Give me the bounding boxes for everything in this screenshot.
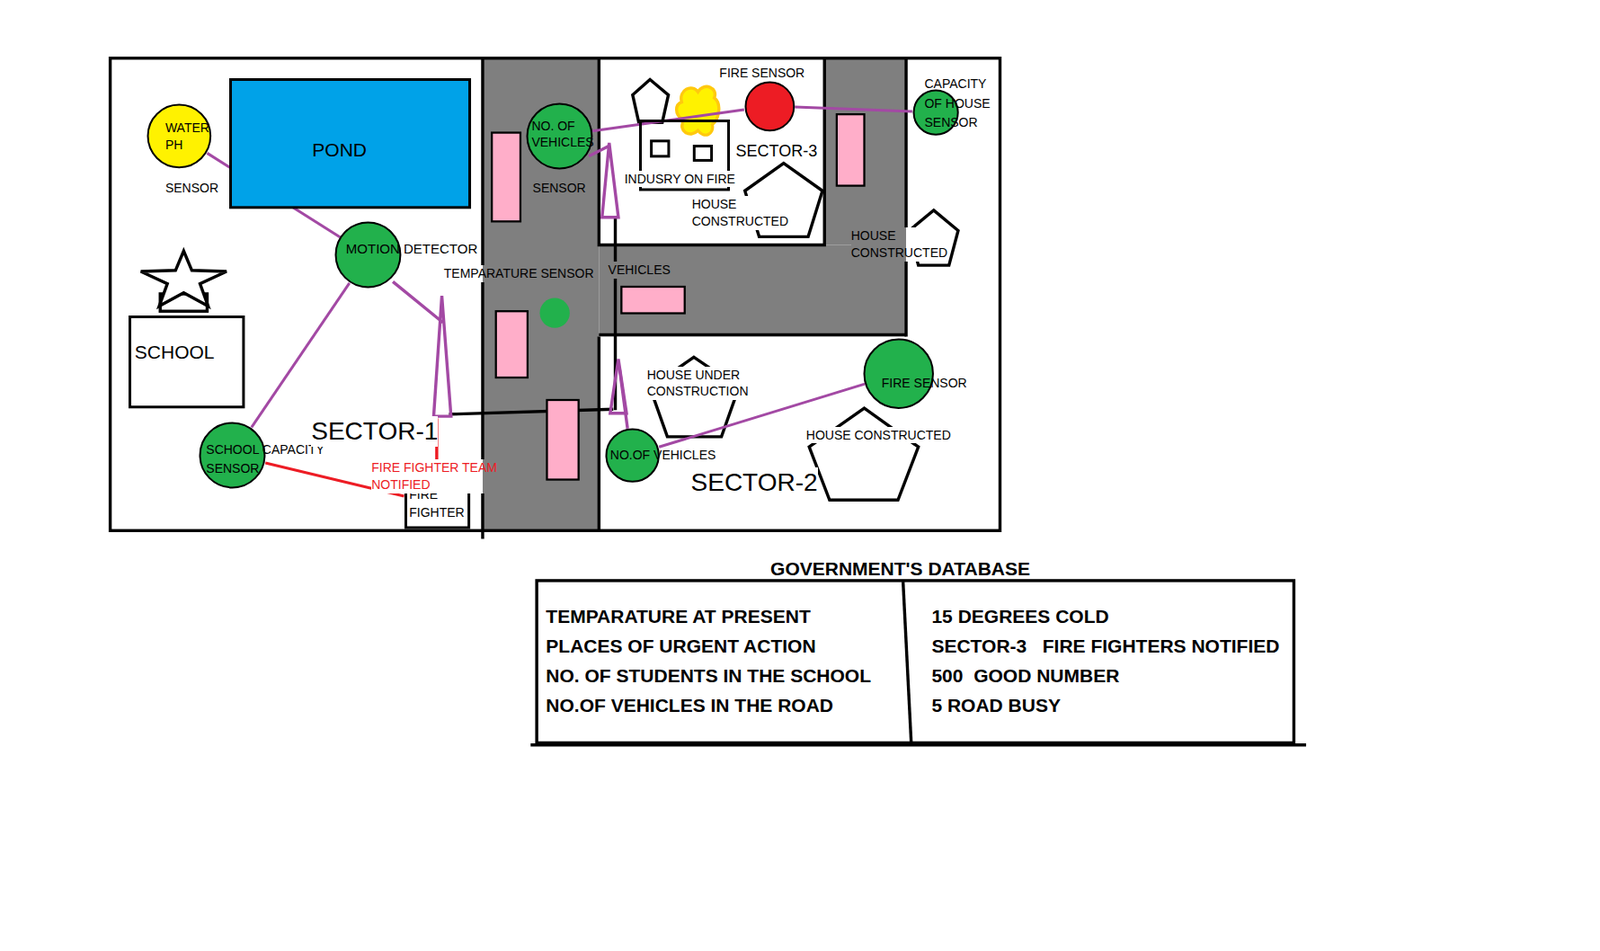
house-label: HOUSE CONSTRUCTED (692, 195, 789, 231)
node-label: CAPACITY OF HOUSE SENSOR (924, 74, 998, 134)
house-capacity-sensor: CAPACITY OF HOUSE SENSOR (912, 88, 960, 136)
industry-building: INDUSRY ON FIRE (639, 119, 730, 191)
sensor-circle (148, 104, 212, 168)
node-label: NO. OF VEHICLES (531, 117, 599, 152)
house-shape (632, 80, 669, 124)
sensor-circle (745, 81, 794, 131)
table-cell: NO. OF STUDENTS IN THE SCHOOL (545, 664, 872, 687)
map-ground (110, 58, 1001, 532)
vehicle (491, 133, 521, 223)
sector-border (598, 58, 825, 246)
node-label: INDUSRY ON FIRE (624, 170, 736, 188)
node-label: SENSOR (165, 179, 219, 197)
house-label: HOUSE CONSTRUCTED (806, 426, 952, 445)
vehicle (621, 286, 685, 314)
table-cell: 5 ROAD BUSY (931, 693, 1061, 717)
road-label: VEHICLES (608, 261, 671, 279)
house-label: HOUSE UNDER CONSTRUCTION (647, 366, 754, 401)
fire-sensor: FIRE SENSOR (862, 337, 934, 409)
table-title: GOVERNMENT'S DATABASE (770, 557, 1031, 580)
antenna-tower (610, 359, 627, 414)
table-rule (530, 743, 1307, 747)
sensor-circle (864, 338, 934, 408)
box-outline (130, 316, 244, 407)
box-outline (231, 80, 471, 208)
sensor-link (794, 106, 913, 112)
ph-sensor: WATER PHSENSOR (146, 103, 213, 169)
sensor-circle (540, 298, 570, 329)
status-note: FIRE FIGHTER TEAM NOTIFIED (371, 459, 507, 494)
antenna-tower (602, 142, 619, 218)
table-divider (903, 581, 912, 743)
map-border (110, 58, 1001, 532)
table-cell: TEMPARATURE AT PRESENT (545, 604, 810, 628)
table-cell: NO.OF VEHICLES IN THE ROAD (545, 693, 834, 717)
school-capacity-sensor: SCHOOL CAPACITY SENSOR (198, 421, 267, 489)
node-label: FIRE SENSOR (881, 374, 968, 392)
house-label: HOUSE CONSTRUCTED (851, 227, 948, 262)
sector-name: SECTOR-1 (311, 416, 438, 447)
node-label: WATER PH (165, 119, 210, 154)
vehicle-sensor: NO. OF VEHICLESSENSOR (525, 102, 594, 170)
antenna-tower (433, 295, 451, 417)
sector-name: SECTOR-2 (691, 467, 818, 498)
house-shape (808, 408, 918, 500)
vehicle-sensor: NO.OF VEHICLES (604, 427, 660, 483)
table-cell: PLACES OF URGENT ACTION (545, 634, 816, 658)
fire-sensor: FIRE SENSOR (744, 80, 796, 133)
node-label: FIRE SENSOR (719, 64, 805, 82)
pond: POND (229, 78, 472, 209)
window (650, 141, 668, 157)
vehicle (546, 400, 578, 480)
school-building: SCHOOL (128, 315, 245, 409)
node-label: SENSOR (533, 179, 587, 197)
fire-flame (676, 86, 720, 135)
vehicle (836, 114, 865, 186)
node-shape (744, 80, 796, 133)
node-label: MOTION DETECTOR (346, 240, 478, 258)
table-cell: SECTOR-3 FIRE FIGHTERS NOTIFIED (931, 634, 1280, 658)
road (824, 58, 907, 246)
database-table (536, 580, 1294, 743)
vehicle (496, 311, 528, 378)
window (693, 145, 712, 160)
sensor-link (251, 283, 350, 428)
motion-detector: MOTION DETECTOR (334, 221, 402, 289)
table-cell: 15 DEGREES COLD (931, 604, 1109, 628)
sector-name: SECTOR-3 (735, 142, 818, 162)
node-label: SCHOOL (134, 340, 215, 364)
node-label: TEMPARATURE SENSOR (444, 265, 595, 283)
node-shape (862, 337, 934, 409)
table-cell: 500 GOOD NUMBER (931, 664, 1120, 687)
temperature-sensor: TEMPARATURE SENSOR (538, 296, 571, 329)
node-shape (146, 103, 213, 169)
school-star (141, 250, 227, 306)
node-label: NO.OF VEHICLES (610, 446, 716, 464)
node-shape (538, 296, 571, 329)
node-label: POND (311, 138, 367, 161)
